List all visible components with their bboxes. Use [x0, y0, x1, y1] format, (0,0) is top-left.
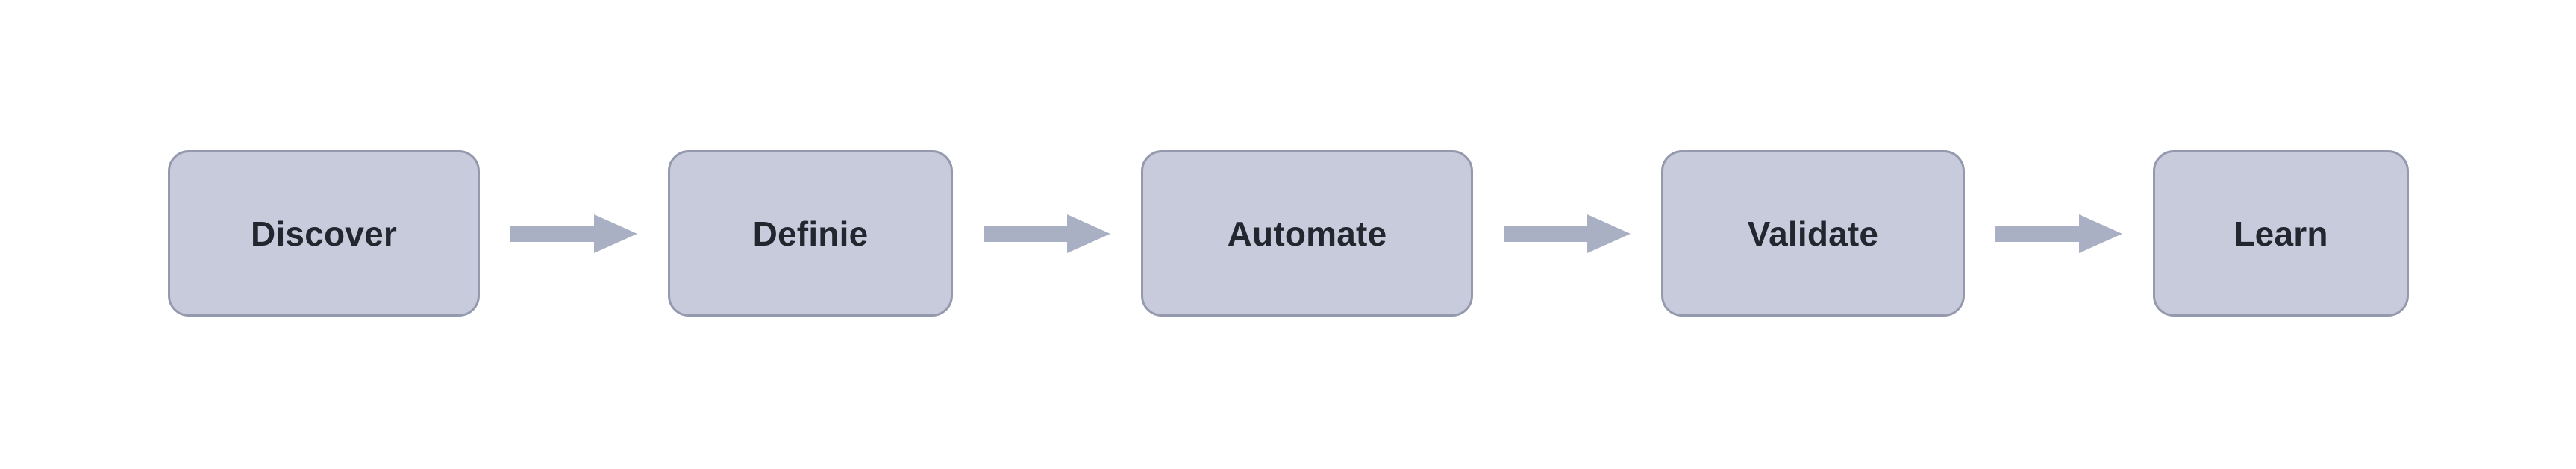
arrow-right-icon	[984, 214, 1110, 253]
process-node-label: Definie	[752, 214, 869, 253]
process-node-discover[interactable]: Discover	[168, 150, 480, 317]
process-node-label: Discover	[251, 214, 397, 253]
process-node-automate[interactable]: Automate	[1141, 150, 1473, 317]
process-node-definie[interactable]: Definie	[668, 150, 953, 317]
process-node-validate[interactable]: Validate	[1661, 150, 1965, 317]
arrow-right-icon	[1504, 214, 1631, 253]
arrow-right-icon	[1995, 214, 2122, 253]
process-node-label: Learn	[2233, 214, 2328, 253]
process-node-label: Validate	[1747, 214, 1879, 253]
process-node-learn[interactable]: Learn	[2153, 150, 2409, 317]
process-node-label: Automate	[1227, 214, 1387, 253]
arrow-right-icon	[510, 214, 637, 253]
process-flow: Discover Definie Automate	[168, 150, 2409, 317]
